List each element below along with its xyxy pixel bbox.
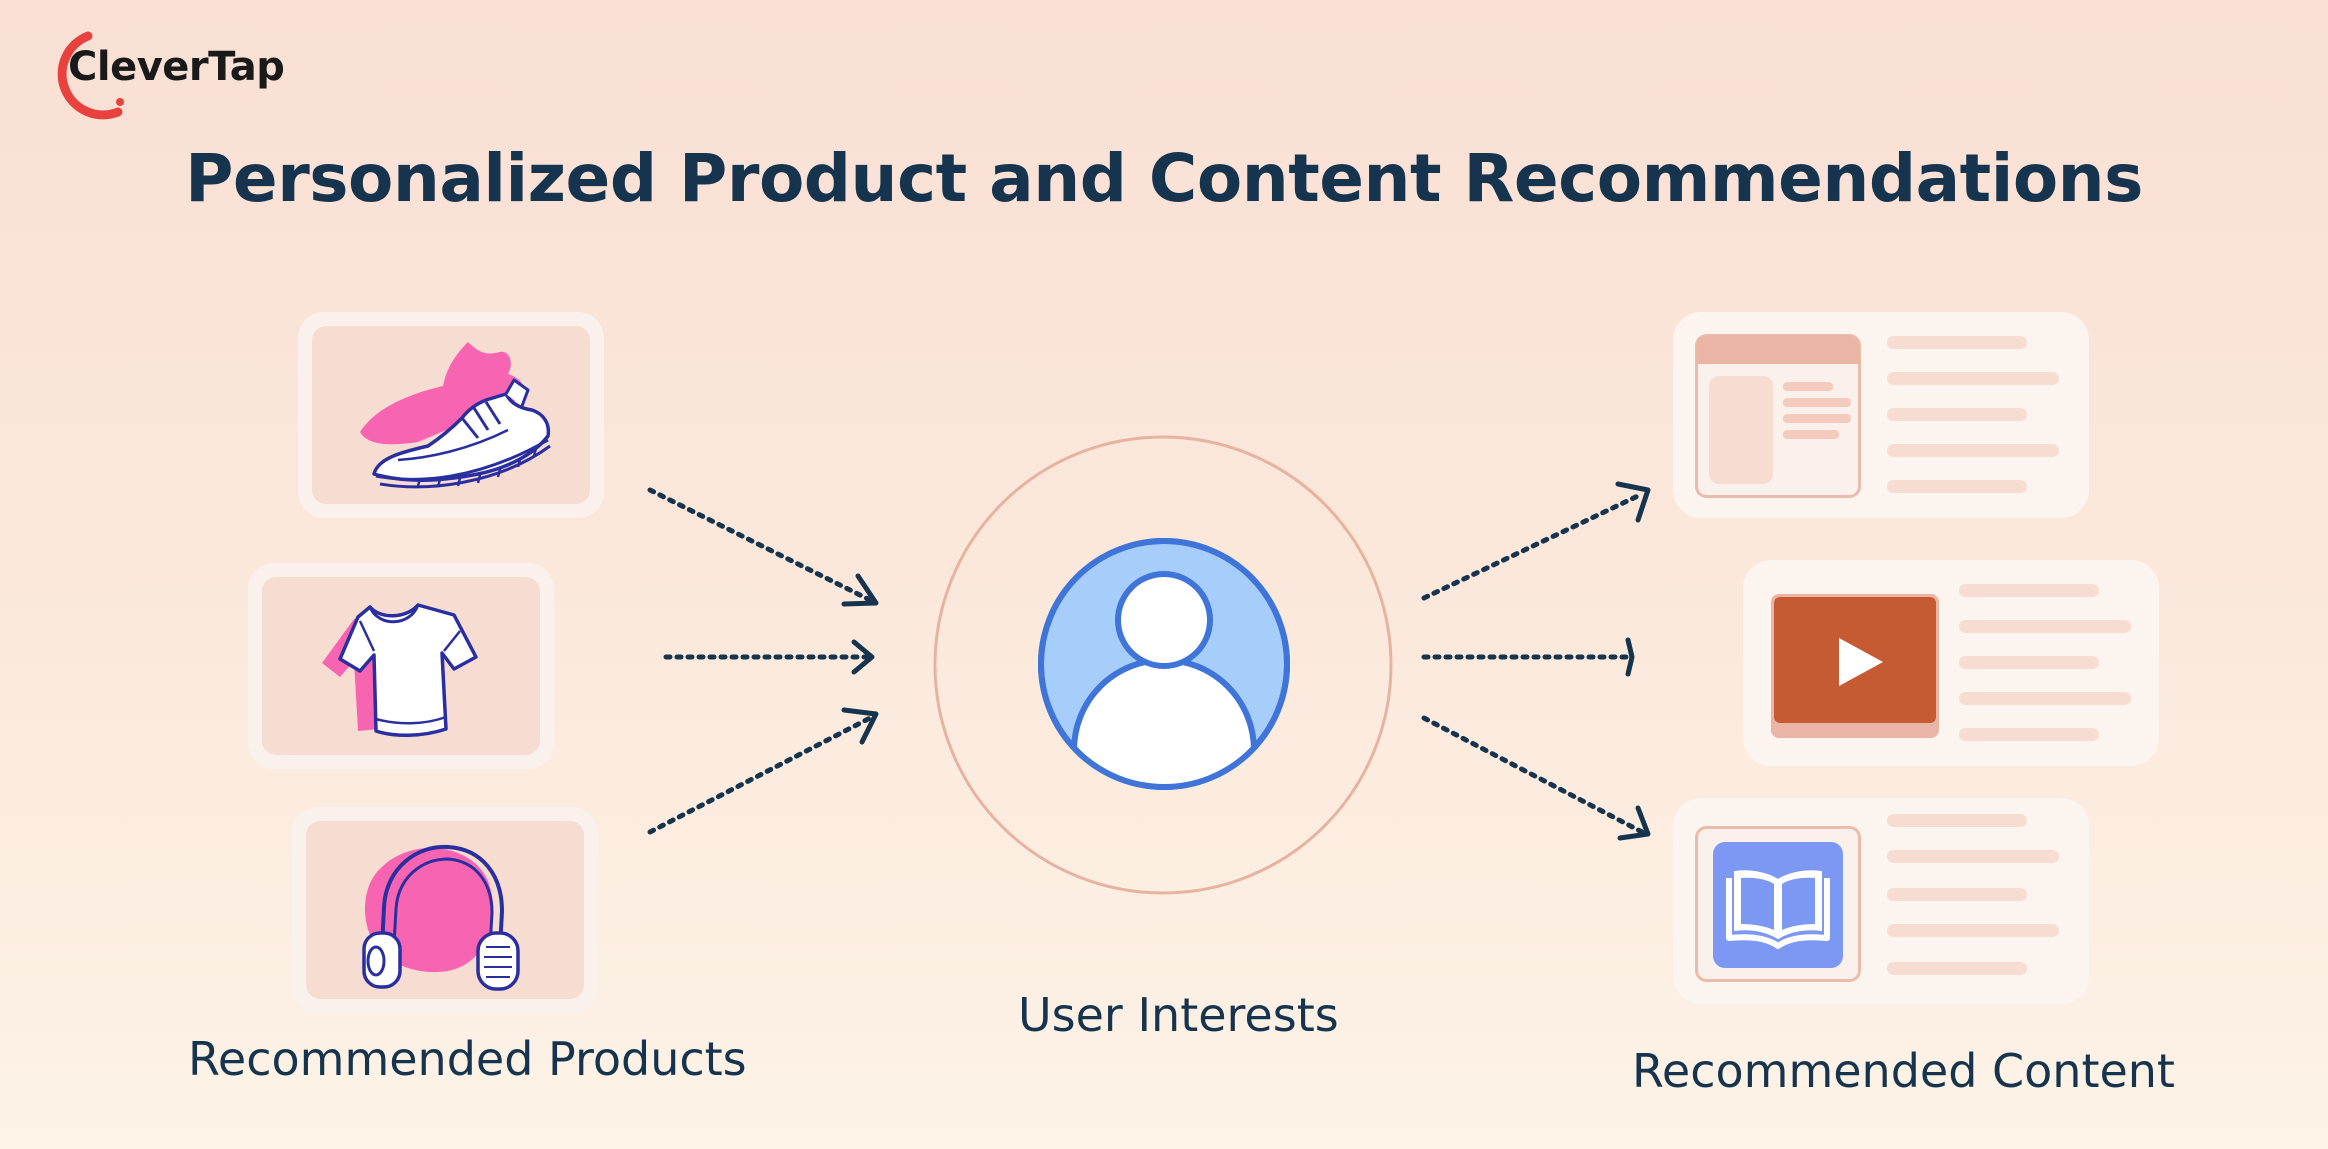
user-interests-label: User Interests: [1018, 988, 1339, 1042]
recommended-products-label: Recommended Products: [188, 1032, 747, 1086]
article-icon: [1695, 334, 1861, 498]
brand-name: CleverTap: [68, 44, 285, 90]
interest-to-content-arrows: [1421, 481, 1651, 841]
video-play-icon: [1771, 594, 1939, 738]
recommended-content-label: Recommended Content: [1632, 1044, 2175, 1098]
user-avatar-icon: [1038, 538, 1290, 790]
user-interests-circle: [933, 435, 1393, 895]
product-to-interest-arrows: [647, 487, 879, 835]
headphones-icon: [362, 844, 520, 991]
content-card-video: [1743, 560, 2159, 766]
content-card-article: [1673, 312, 2089, 518]
product-card-headphones: [292, 807, 598, 1013]
content-card-book: [1673, 798, 2089, 1004]
product-card-sneaker: [298, 312, 604, 518]
clevertap-logo-icon: [57, 31, 124, 120]
book-icon: [1695, 826, 1861, 982]
sneaker-icon: [360, 342, 551, 489]
product-card-tshirt: [248, 563, 554, 769]
page-title: Personalized Product and Content Recomme…: [185, 140, 2143, 217]
tshirt-icon: [322, 603, 478, 738]
